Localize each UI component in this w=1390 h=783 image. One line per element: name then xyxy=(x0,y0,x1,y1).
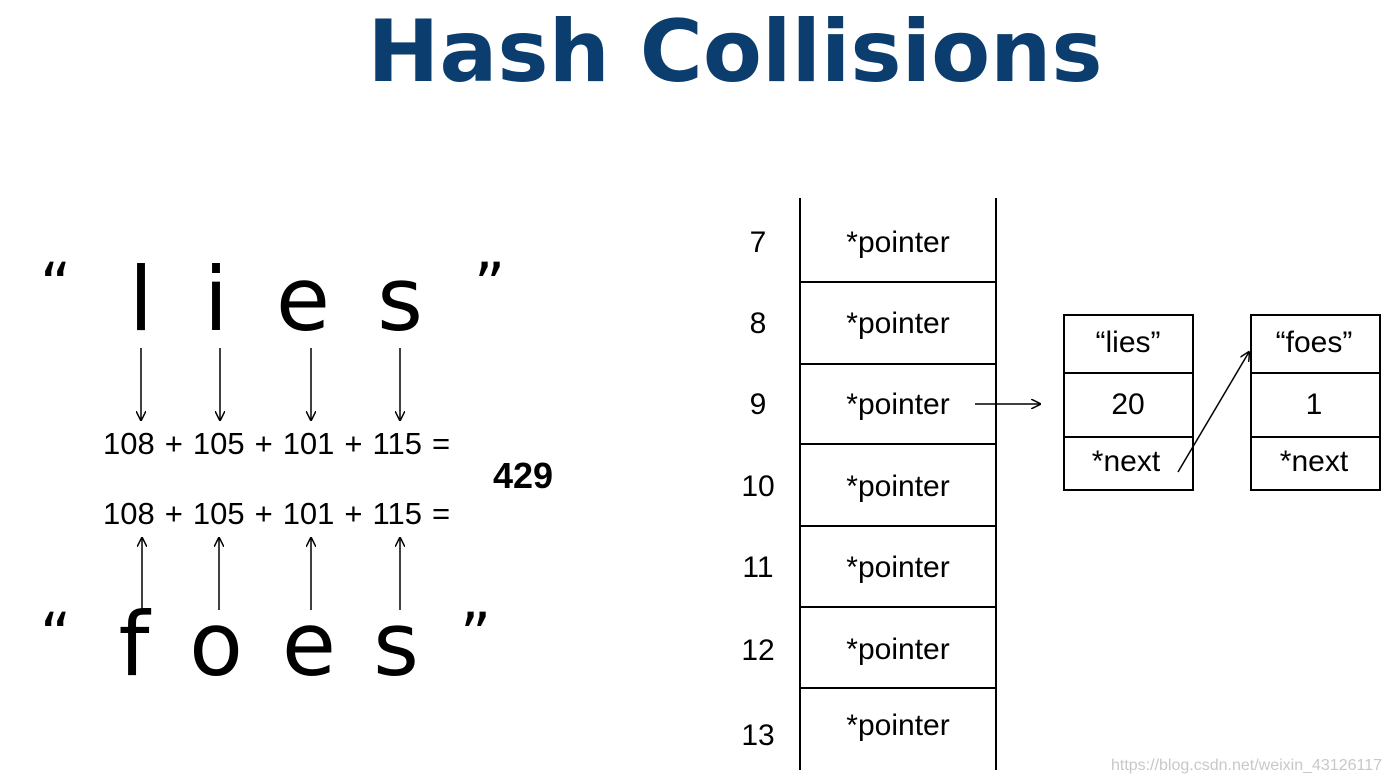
word1-close-quote: ” xyxy=(474,250,505,320)
hash-table: 7 8 9 10 11 12 13 *pointer *pointer *poi… xyxy=(741,198,997,770)
linked-node-lies: “lies” 20 *next xyxy=(1063,314,1194,491)
node-next: *next xyxy=(1092,445,1161,478)
word1-letter: s xyxy=(377,248,423,351)
bucket-pointer: *pointer xyxy=(846,551,949,584)
node-key: “foes” xyxy=(1276,326,1353,359)
sum-row-2: 108+105+101+115= xyxy=(103,496,450,531)
word1-letter: i xyxy=(204,248,228,351)
bucket-index: 11 xyxy=(742,551,773,584)
bucket-index: 10 xyxy=(741,470,774,503)
hash-result: 429 xyxy=(493,455,553,496)
watermark: https://blog.csdn.net/weixin_43126117 xyxy=(1110,757,1382,774)
bucket-pointer: *pointer xyxy=(846,470,949,503)
bucket-pointer: *pointer xyxy=(846,633,949,666)
node-value: 20 xyxy=(1111,388,1144,421)
slide-title: Hash Collisions xyxy=(367,2,1103,102)
linked-node-foes: “foes” 1 *next xyxy=(1250,314,1381,491)
next-pointer-arrow xyxy=(1177,352,1249,473)
bucket-index: 13 xyxy=(741,719,774,752)
node-key: “lies” xyxy=(1096,326,1161,359)
word2-close-quote: ” xyxy=(460,600,491,670)
word1-letter: e xyxy=(276,248,330,351)
word2-letter: f xyxy=(119,593,152,696)
node-value: 1 xyxy=(1306,388,1323,421)
bucket-index: 9 xyxy=(750,388,767,421)
bucket-index: 12 xyxy=(741,634,774,667)
word2-letter: o xyxy=(189,593,243,696)
node-box xyxy=(1250,314,1381,491)
bucket-pointer: *pointer xyxy=(846,307,949,340)
word1-letter: l xyxy=(129,248,153,351)
word2-letter: e xyxy=(282,593,336,696)
node-next: *next xyxy=(1280,445,1349,478)
word2-letter: s xyxy=(373,593,419,696)
bucket-index: 7 xyxy=(750,226,767,259)
bucket-pointer: *pointer xyxy=(846,388,949,421)
word2-open-quote: “ xyxy=(40,600,71,670)
bucket-index: 8 xyxy=(750,307,767,340)
bucket-pointer: *pointer xyxy=(846,709,949,742)
node-box xyxy=(1063,314,1194,491)
word1-open-quote: “ xyxy=(40,250,71,320)
bucket-pointer: *pointer xyxy=(846,226,949,259)
sum-row-1: 108+105+101+115= xyxy=(103,426,450,461)
